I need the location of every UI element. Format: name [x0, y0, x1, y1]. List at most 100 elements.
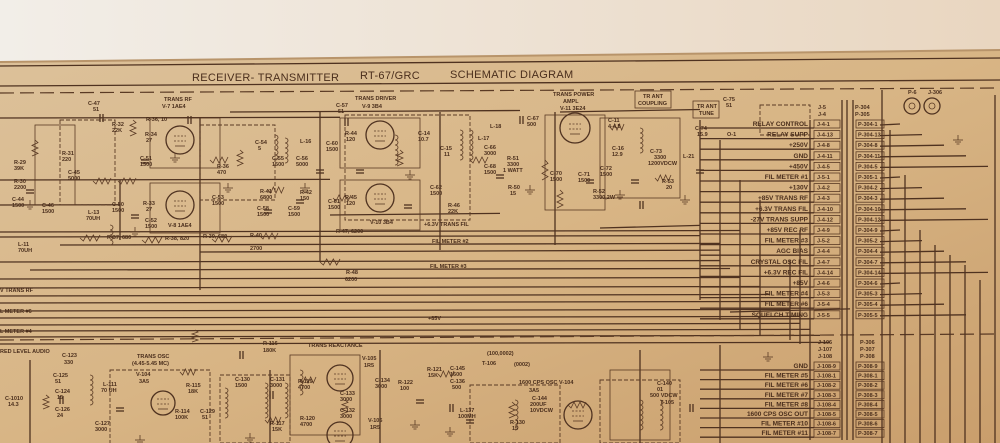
component-label-c56v: 5000 — [296, 162, 308, 168]
jack-pin-box — [813, 140, 841, 150]
capacitor-icon — [519, 116, 524, 124]
wire-loop — [289, 354, 361, 436]
resistor-icon — [129, 119, 137, 137]
connector-headers: J-5 J-4 P-304 P-305 J-106 J-107 J-108 P-… — [818, 105, 875, 360]
capacitor-icon — [449, 404, 454, 412]
capacitor-icon — [586, 179, 594, 184]
header-j108: J-108 — [818, 354, 832, 360]
wire-h — [879, 218, 989, 222]
connector-signal-label: FIL METER #5 — [765, 373, 809, 380]
component-label-c124: C-124 — [55, 389, 71, 395]
plug-pin-box — [855, 236, 885, 246]
component-label-r116v: 180K — [263, 348, 276, 354]
plug-pin-label: P-308-2 — [858, 383, 878, 389]
component-label-c62: C-62 — [430, 185, 442, 191]
component-label-l111: L-111 — [103, 382, 117, 388]
bus-trans-rf: V TRANS RF — [0, 288, 34, 294]
shield-box — [59, 119, 116, 206]
component-label-c70v: 1500 — [550, 177, 562, 183]
component-label-c131: C-131 — [270, 377, 285, 383]
component-label-c51: C-51 — [140, 156, 152, 162]
component-label-c59v: 1500 — [288, 212, 300, 218]
plug-pin-label: P-304-4 — [858, 249, 879, 255]
component-label-c56: C-56 — [296, 156, 308, 162]
component-label-c136: C-136 — [450, 379, 465, 385]
jack-pin-box — [813, 130, 841, 140]
inductor-icon — [284, 382, 289, 419]
header-j5: J-5 — [818, 105, 826, 111]
capacitor-icon — [264, 209, 272, 214]
component-label-r46: R-46 — [448, 203, 460, 209]
jack-pin-label: J-5-3 — [817, 292, 830, 298]
label-tr-ant-coupling-2: COUPLING — [638, 101, 667, 107]
plug-pin-label: P-304-3 — [858, 196, 878, 202]
jack-pin-box — [813, 419, 841, 429]
capacitor-icon — [689, 404, 694, 412]
header-p304: P-304 — [855, 105, 871, 111]
wire-loop — [339, 117, 421, 169]
wire-h — [879, 133, 923, 137]
inductor-icon — [224, 387, 229, 419]
component-label-t105: T-105 — [660, 400, 674, 406]
ground-icon — [763, 352, 773, 362]
jack-pin-box — [813, 299, 841, 309]
component-label-c140w: 500 VDCW — [650, 393, 678, 399]
component-label-r42: R-42 — [300, 190, 312, 196]
connector-signal-label: GND — [794, 153, 809, 160]
shield-box — [469, 384, 561, 443]
jack-pin-box — [813, 172, 841, 182]
label-tr-ant-tune-2: TUNE — [699, 111, 714, 117]
resistor-icon — [31, 139, 39, 157]
component-label-c52: C-52 — [145, 218, 157, 224]
plug-pin-label: P-304-6 — [858, 281, 878, 287]
plug-pin-label: P-308-1 — [858, 374, 878, 380]
jack-pin-box — [813, 361, 841, 371]
capacitor-icon — [99, 114, 104, 122]
shield-box — [109, 369, 211, 443]
jack-pin-label: J-5-5 — [817, 313, 830, 319]
vacuum-tube-icon — [150, 390, 176, 416]
plug-pin-box — [855, 193, 885, 203]
component-label-r40: R-40 — [250, 233, 262, 239]
jack-pin-label: J-108-7 — [817, 431, 836, 437]
component-label-r48v: 6200 — [345, 277, 357, 283]
component-label-c124v: 15 — [57, 395, 63, 401]
component-label-r38: R-38, 820 — [165, 236, 189, 242]
resistor-icon — [41, 394, 51, 410]
component-label-r29v: 39K — [14, 166, 24, 172]
plug-pin-box — [855, 257, 885, 267]
component-label-c125: C-125 — [53, 373, 68, 379]
component-label-c46: C-46 — [42, 203, 54, 209]
component-label-r33: R-33 — [143, 201, 155, 207]
plug-pin-box — [855, 214, 885, 224]
plug-pin-label: P-308-9 — [858, 364, 878, 370]
wire-h — [559, 108, 701, 113]
jack-pin-label: J-5-1 — [817, 175, 830, 181]
jack-pin-box — [813, 278, 841, 288]
label-trans-osc: TRANS OSC — [137, 354, 169, 360]
vacuum-tube-icon — [365, 120, 395, 150]
component-label-c127v: 3000 — [95, 427, 107, 433]
plug-pin-label: P-305-2 — [858, 239, 878, 245]
plug-pin-label: P-304-2 — [858, 186, 878, 192]
component-label-c72v: 1500 — [600, 172, 612, 178]
component-label-c129: C-129 — [200, 409, 215, 415]
component-label-t106a: (100,0002) — [487, 351, 514, 357]
wire-loop — [544, 114, 606, 211]
component-label-c15: C-15 — [440, 146, 452, 152]
component-label-c125v: 51 — [55, 379, 61, 385]
vacuum-tube-icon — [165, 190, 195, 220]
label-trans-driver: TRANS DRIVER — [355, 96, 396, 102]
resistor-icon — [396, 149, 404, 167]
component-label-c66v: 3000 — [484, 151, 496, 157]
jack-pin-label: J-4-4 — [817, 249, 831, 255]
ground-icon — [525, 185, 535, 195]
capacitor-icon — [116, 407, 124, 412]
